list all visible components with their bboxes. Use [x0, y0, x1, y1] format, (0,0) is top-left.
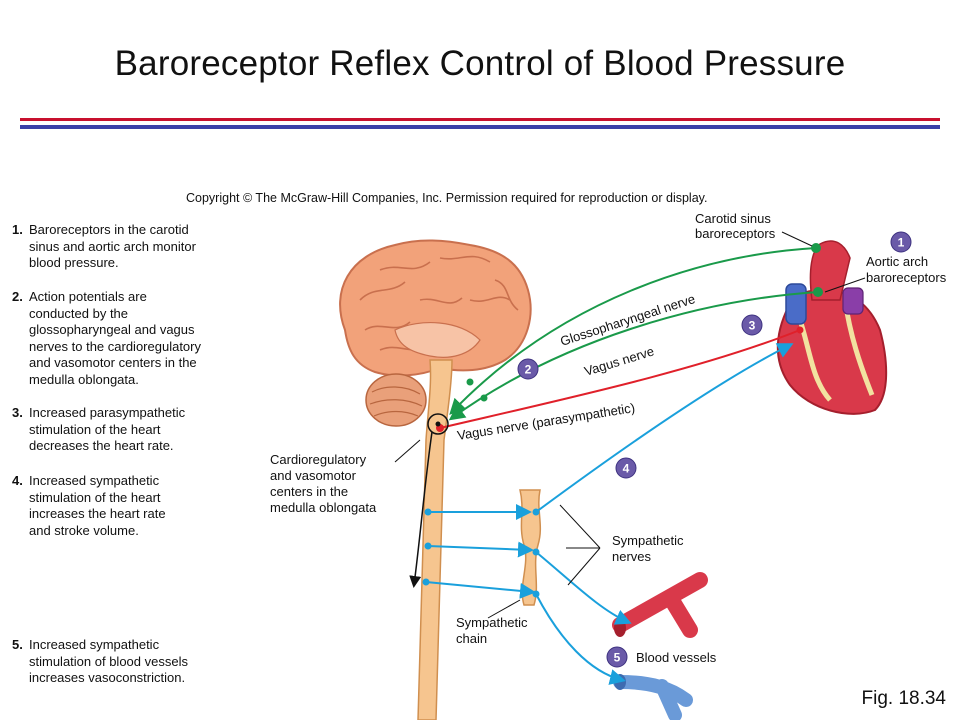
step-number: 4. [12, 473, 23, 488]
cardioregulatory-label-line2: and vasomotor [270, 468, 357, 483]
chain-dot [532, 508, 540, 516]
sympathetic-chain [519, 489, 542, 606]
title-divider-red [20, 118, 940, 121]
title-divider-blue [20, 125, 940, 129]
step-5: 5. Increased sympathetic stimulation of … [12, 637, 237, 687]
sympathetic-heart-nerve [535, 343, 794, 513]
glossopharyngeal-label: Glossopharyngeal nerve [558, 291, 697, 349]
cardioregulatory-label-line4: medulla oblongata [270, 500, 377, 515]
vagus-label: Vagus nerve [582, 343, 655, 378]
vagus-nerve-afferent [448, 291, 819, 421]
brain-illustration [339, 239, 532, 720]
vagus-heart-dot [796, 326, 804, 334]
vagus-parasympathetic-label: Vagus nerve (parasympathetic) [456, 400, 636, 443]
step-1: 1. Baroreceptors in the carotid sinus an… [12, 222, 237, 272]
medulla-center-marker [427, 413, 449, 435]
medulla-center-dot [435, 421, 441, 427]
step-number: 2. [12, 289, 23, 304]
page-title: Baroreceptor Reflex Control of Blood Pre… [114, 44, 846, 83]
step-text: Action potentials are conducted by the g… [29, 289, 201, 387]
badge-1: 1 [890, 231, 912, 253]
step-number: 5. [12, 637, 23, 652]
copyright-notice: Copyright © The McGraw-Hill Companies, I… [186, 191, 708, 205]
spinal-to-chain-2 [427, 541, 534, 558]
aortic-label-line1: Aortic arch [866, 254, 928, 269]
spinal-dot [424, 542, 432, 550]
aortic-label-line2: baroreceptors [866, 270, 947, 285]
sympathetic-chain-label-line1: Sympathetic [456, 615, 528, 630]
step-text: Baroreceptors in the carotid sinus and a… [29, 222, 196, 270]
svg-text:2: 2 [525, 363, 532, 377]
svg-text:5: 5 [614, 651, 621, 665]
step-text: Increased parasympathetic stimulation of… [29, 405, 186, 453]
badge-5: 5 [606, 646, 628, 668]
artery-illustration [612, 572, 708, 638]
step-4: 4. Increased sympathetic stimulation of … [12, 473, 237, 539]
glossopharyngeal-nerve [449, 247, 817, 415]
vagus-nerve-parasympathetic [439, 329, 801, 429]
vein-illustration [613, 674, 693, 720]
figure-reference: Fig. 18.34 [861, 688, 947, 709]
svg-text:1: 1 [898, 236, 905, 250]
sympathetic-artery-nerve [535, 551, 632, 625]
sympathetic-nerves-label-line2: nerves [612, 549, 652, 564]
badge-2: 2 [517, 358, 539, 380]
sympathetic-chain-leader [487, 599, 521, 619]
aortic-receptor-dot [813, 287, 823, 297]
aortic-leader [824, 277, 866, 293]
ganglion-dot [466, 378, 474, 386]
sympathetic-nerves-leader [559, 504, 601, 586]
step-number: 1. [12, 222, 23, 237]
carotid-receptor-dot [811, 243, 821, 253]
svg-text:4: 4 [623, 462, 630, 476]
badge-4: 4 [615, 457, 637, 479]
spinal-to-chain-3 [425, 581, 536, 599]
sympathetic-nerves-label-line1: Sympathetic [612, 533, 684, 548]
sympathetic-vein-nerve [535, 593, 626, 685]
cardioregulatory-leader [394, 439, 421, 463]
spinal-dot [422, 578, 430, 586]
cardioregulatory-label-line1: Cardioregulatory [270, 452, 367, 467]
cardioregulatory-label-line3: centers in the [270, 484, 348, 499]
carotid-label-line2: baroreceptors [695, 226, 776, 241]
blood-vessels-label: Blood vessels [636, 650, 717, 665]
carotid-label-line1: Carotid sinus [695, 211, 771, 226]
step-2: 2. Action potentials are conducted by th… [12, 289, 237, 388]
sympathetic-chain-label-line2: chain [456, 631, 487, 646]
heart-illustration [776, 240, 888, 415]
svg-text:3: 3 [749, 319, 756, 333]
step-text: Increased sympathetic stimulation of the… [29, 473, 166, 538]
ganglion-dot [480, 394, 488, 402]
step-3: 3. Increased parasympathetic stimulation… [12, 405, 237, 455]
badge-3: 3 [741, 314, 763, 336]
step-number: 3. [12, 405, 23, 420]
descending-pathway [409, 431, 433, 588]
carotid-leader [781, 231, 813, 247]
step-text: Increased sympathetic stimulation of blo… [29, 637, 188, 685]
spinal-dot [424, 508, 432, 516]
